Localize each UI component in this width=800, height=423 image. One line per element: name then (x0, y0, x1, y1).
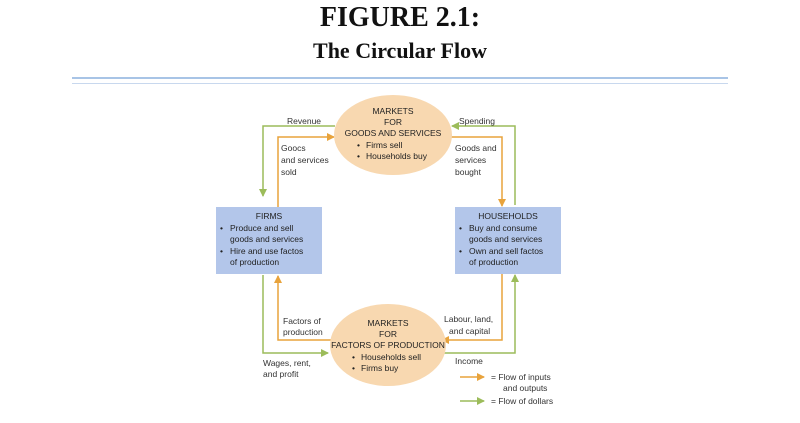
factors-market-oval (330, 304, 446, 386)
wages-flow-line (262, 275, 329, 357)
firms-bullet-1-line-2: goods and services (230, 234, 303, 244)
goods-bullet-dot: • (357, 151, 360, 161)
divider-rule (72, 77, 728, 79)
firms-bullet-2-line-2: of production (230, 257, 279, 267)
figure-title: FIGURE 2.1: (319, 2, 481, 33)
firms-bullet-1-line-1: Produce and sell (230, 223, 293, 233)
divider-rule-thin (72, 83, 728, 84)
goods-market-bullet-2: Households buy (366, 151, 428, 161)
factors-flow-line (274, 275, 334, 341)
factors-market-label-1: MARKETS (367, 318, 408, 328)
goods-market-label-1: MARKETS (372, 106, 413, 116)
goods-market-oval (334, 95, 452, 175)
legend-inputs-label-2: and outputs (503, 383, 547, 393)
firms-title: FIRMS (256, 211, 283, 221)
goods-market-label-3: GOODS AND SERVICES (345, 128, 442, 138)
goods-sold-flow-line (277, 133, 335, 208)
goods-bought-label-1: Goods and (455, 143, 497, 153)
factors-label-2: production (283, 327, 323, 337)
firms-bullet-dot: • (220, 246, 223, 256)
labour-label-1: Labour, land, (444, 314, 493, 324)
goods-bought-label-3: bought (455, 167, 482, 177)
households-box (455, 207, 561, 274)
factors-market-label-2: FOR (379, 329, 397, 339)
wages-label-1: Wages, rent, (263, 358, 311, 368)
goods-sold-label-2: and services (281, 155, 329, 165)
labour-label-2: and capital (449, 326, 490, 336)
households-bullet-1-line-2: goods and services (469, 234, 542, 244)
firms-bullet-2-line-1: Hire and use factos (230, 246, 303, 256)
goods-market-label-2: FOR (384, 117, 402, 127)
factors-market-label-3: FACTORS OF PRODUCTION (331, 340, 445, 350)
goods-market-bullet-1: Firms sell (366, 140, 402, 150)
factors-bullet-dot: • (352, 363, 355, 373)
factors-bullet-dot: • (352, 352, 355, 362)
revenue-flow-line (259, 125, 335, 197)
households-bullet-2-line-1: Own and sell factos (469, 246, 543, 256)
figure-subtitle: The Circular Flow (313, 38, 487, 63)
firms-box (216, 207, 322, 274)
goods-sold-label-3: sold (281, 167, 297, 177)
households-bullet-1-line-1: Buy and consume (469, 223, 537, 233)
factors-label-1: Factors of (283, 316, 321, 326)
labour-flow-line (441, 274, 503, 344)
revenue-label: Revenue (287, 116, 321, 126)
households-bullet-dot: • (459, 246, 462, 256)
spending-label: Spending (459, 116, 495, 126)
factors-market-bullet-2: Firms buy (361, 363, 399, 373)
households-title: HOUSEHOLDS (478, 211, 538, 221)
factors-market-bullet-1: Households sell (361, 352, 421, 362)
households-bullet-2-line-2: of production (469, 257, 518, 267)
households-bullet-dot: • (459, 223, 462, 233)
goods-bought-flow-line (440, 136, 506, 207)
income-label: Income (455, 356, 483, 366)
goods-sold-label-1: Goocs (281, 143, 306, 153)
firms-bullet-dot: • (220, 223, 223, 233)
goods-bullet-dot: • (357, 140, 360, 150)
spending-flow-line (451, 122, 516, 205)
goods-bought-label-2: services (455, 155, 486, 165)
wages-label-2: and profit (263, 369, 299, 379)
income-flow-line (441, 274, 519, 354)
legend-dollars-label: = Flow of dollars (491, 396, 553, 406)
legend-inputs-label-1: = Flow of inputs (491, 372, 551, 382)
